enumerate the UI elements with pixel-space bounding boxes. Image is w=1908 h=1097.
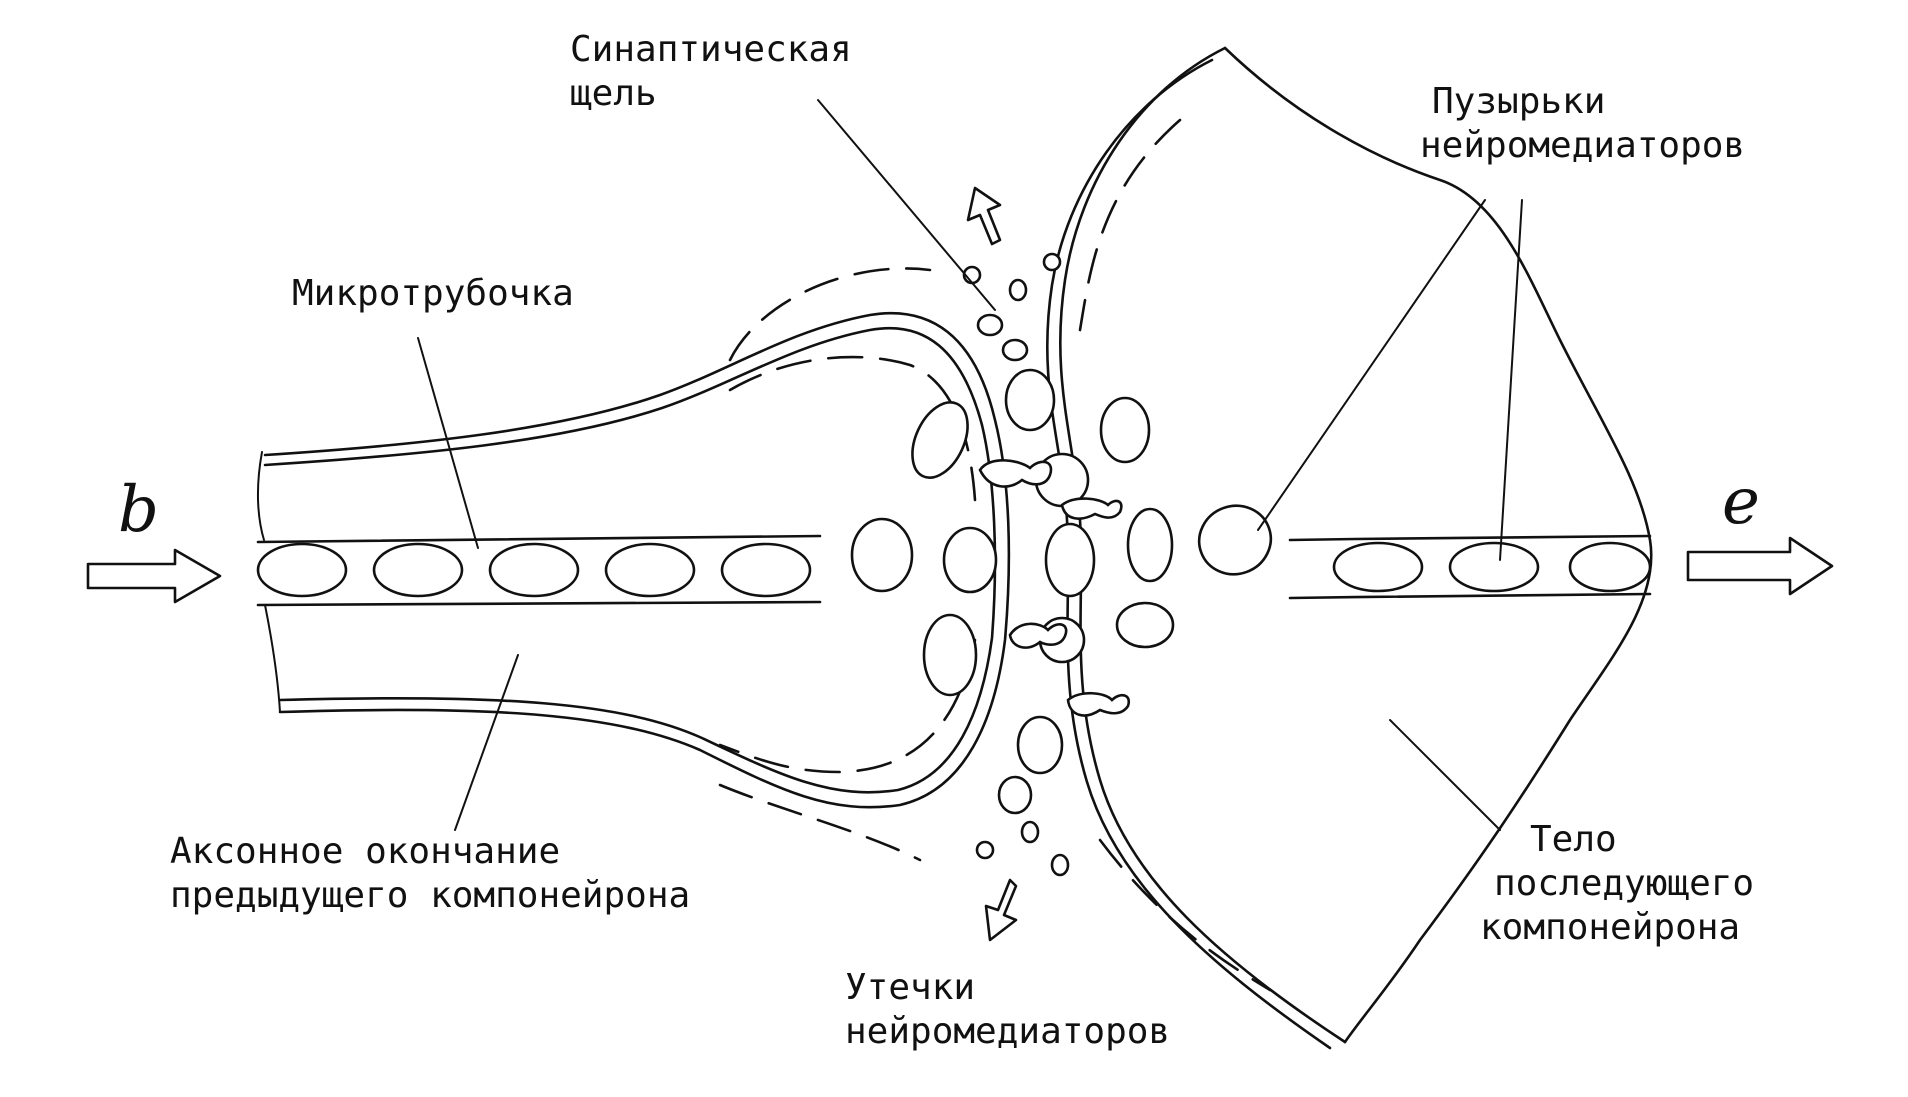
synaptic-cleft-line-2: щель [570,73,657,114]
synaptic-cleft-label: Синаптическая щель [570,28,852,116]
body-line-1: Тело [1530,819,1617,860]
leak-arrows [966,186,1018,942]
leader-lines [417,99,1523,831]
leaks-line-2: нейромедиаторов [845,1011,1171,1052]
axon-terminal-label: Аксонное окончание предыдущего компонейр… [170,830,690,918]
vesicles-line-1: Пузырьки [1432,81,1606,122]
leaks-line-1: Утечки [845,967,976,1008]
synaptic-vesicles [850,252,1273,877]
body-label: Тело последующего компонейрона [1480,818,1754,950]
body-line-2: последующего [1494,863,1755,904]
microtubule-text: Микротрубочка [292,273,574,314]
axon-terminal-line-2: предыдущего компонейрона [170,875,691,916]
output-arrow [1686,536,1834,596]
leaks-label: Утечки нейромедиаторов [845,966,1170,1054]
axon-terminal-line-1: Аксонное окончание [170,831,561,872]
synaptic-cleft-line-1: Синаптическая [570,29,852,70]
input-arrow [86,548,222,604]
postsynaptic-microtubule [1288,534,1652,600]
microtubule-label: Микротрубочка [292,272,574,316]
vesicles-line-2: нейромедиаторов [1420,125,1746,166]
vesicles-label: Пузырьки нейромедиаторов [1420,80,1745,168]
output-label: e [1722,465,1760,539]
axon-terminal-outline [256,267,1011,862]
presynaptic-microtubule [256,534,822,607]
body-line-3: компонейрона [1480,907,1741,948]
input-label: b [118,473,159,547]
